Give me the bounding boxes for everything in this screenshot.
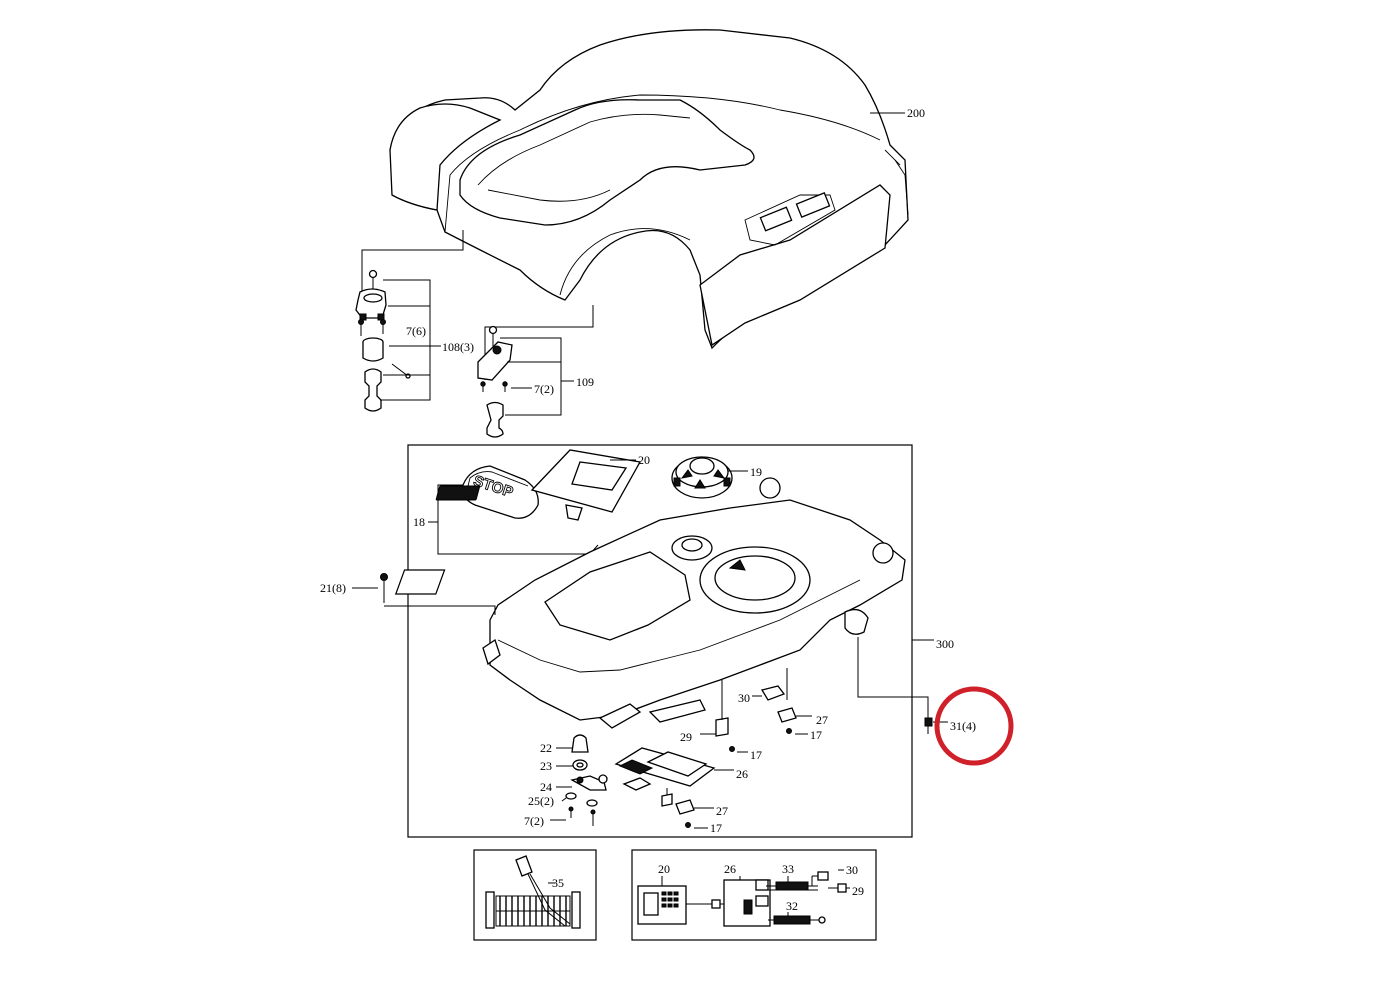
callout-19: 19 [750, 465, 762, 479]
callout-23: 23 [540, 759, 552, 773]
height-knob-part-19 [671, 456, 733, 499]
callout-17-c: 17 [710, 821, 722, 835]
callout-7-6: 7(6) [406, 324, 426, 338]
callout-24: 24 [540, 780, 552, 794]
part-109-bracket-group [477, 305, 594, 438]
screw-part-17-c [685, 822, 708, 829]
callout-30: 30 [738, 691, 750, 705]
callout-18: 18 [413, 515, 425, 529]
callout-25: 25(2) [528, 794, 554, 808]
inset-callout-30: 30 [846, 863, 858, 877]
bracket-part-29 [700, 680, 729, 737]
screw-part-21 [352, 573, 496, 615]
part-22-23-24-25-group [550, 734, 608, 826]
chassis-body-part-300 [394, 477, 906, 729]
screw-part-17-b [729, 746, 748, 753]
callout-300: 300 [936, 637, 954, 651]
inset-callout-26: 26 [724, 862, 736, 876]
callout-27-upper: 27 [816, 713, 828, 727]
connector-part-27-lower [661, 788, 714, 815]
inset-box-left [473, 849, 597, 941]
callout-7-2-lower: 7(2) [524, 814, 544, 828]
callout-20: 20 [638, 453, 650, 467]
wiring-schematic [637, 869, 850, 927]
callout-27-lower: 27 [716, 804, 728, 818]
callout-7-2-upper: 7(2) [534, 382, 554, 396]
callout-17-b: 17 [750, 748, 762, 762]
circuit-board-part-26 [614, 747, 734, 791]
clip-part-30 [760, 668, 788, 701]
chassis-frame-box [407, 444, 913, 838]
callout-26: 26 [736, 767, 748, 781]
stop-button-part-18: STOP [461, 465, 539, 519]
part-108-bracket-group [355, 230, 464, 412]
inset-box-right [631, 849, 877, 941]
callout-17-a: 17 [810, 728, 822, 742]
callout-109: 109 [576, 375, 594, 389]
callout-200: 200 [907, 106, 925, 120]
screw-part-17-a [786, 728, 808, 735]
display-overlay-part-20 [435, 449, 642, 521]
highlight-circle-31 [934, 686, 1014, 766]
inset-callout-32: 32 [786, 899, 798, 913]
callout-22: 22 [540, 741, 552, 755]
top-cover-part-200 [389, 29, 909, 350]
callout-29: 29 [680, 730, 692, 744]
callout-108: 108(3) [442, 340, 474, 354]
connector-part-27-upper [777, 707, 812, 723]
callout-31: 31(4) [950, 719, 976, 733]
inset-callout-20: 20 [658, 862, 670, 876]
inset-callout-29: 29 [852, 884, 864, 898]
inset-callout-33: 33 [782, 862, 794, 876]
callout-21: 21(8) [320, 581, 346, 595]
antenna-part-35 [485, 855, 581, 929]
callout-35: 35 [552, 876, 564, 890]
